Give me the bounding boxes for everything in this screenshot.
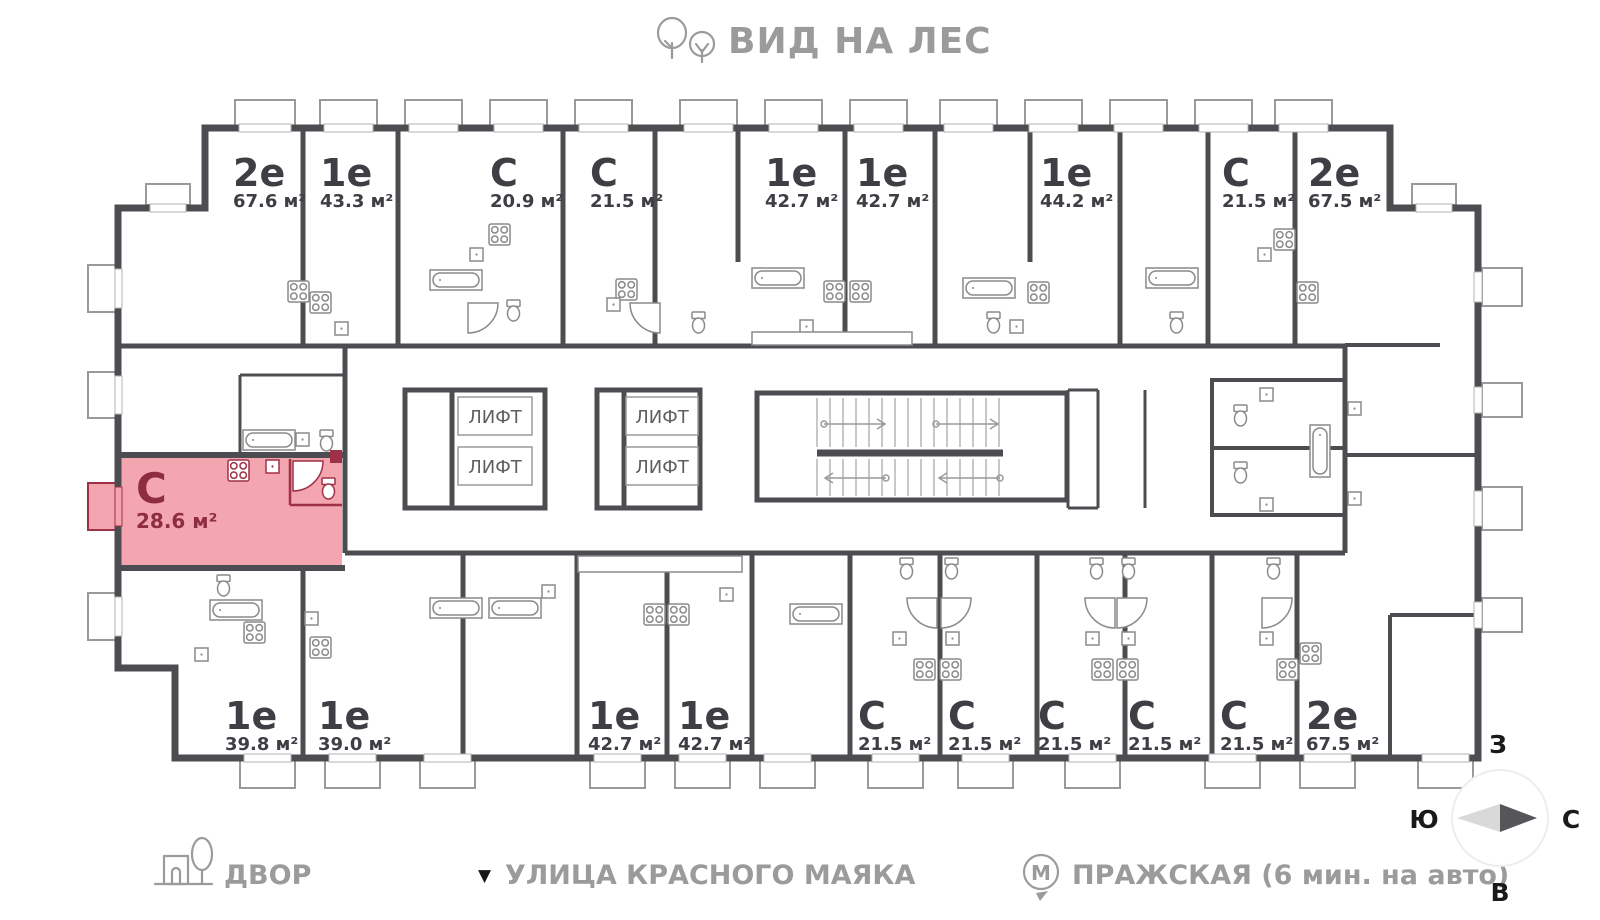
svg-text:42.7 м²[interactable]: 42.7 м² [765,191,838,212]
svg-text:1е[interactable]: 1е [588,694,640,738]
compass-west: З [1489,730,1507,759]
svg-text:42.7 м²[interactable]: 42.7 м² [588,734,661,755]
compass: З Ю С В [1409,730,1580,907]
svg-text:1е[interactable]: 1е [225,694,277,738]
apartment-labels-top: 2е 67.6 м² 1е 43.3 м² С 20.9 м² С 21.5 м… [233,151,1381,212]
yard-label: ДВОР [224,860,311,891]
compass-east: В [1490,878,1509,907]
elevator-label: ЛИФТ [468,407,522,428]
view-title: ВИД НА ЛЕС [728,21,992,62]
svg-text:67.5 м²[interactable]: 67.5 м² [1308,191,1381,212]
svg-text:2е[interactable]: 2е [1308,151,1360,195]
apartment-unit[interactable]: С 21.5 м² [1038,694,1111,755]
svg-text:С[interactable]: С [1220,694,1248,738]
apartment-unit[interactable]: 1е 43.3 м² [320,151,393,212]
apartment-unit[interactable]: С 21.5 м² [1128,694,1201,755]
apartment-unit[interactable]: 2е 67.6 м² [233,151,306,212]
svg-text:1е[interactable]: 1е [678,694,730,738]
metro-icon: М [1022,853,1060,901]
svg-text:2е[interactable]: 2е [1306,694,1358,738]
svg-text:42.7 м²[interactable]: 42.7 м² [678,734,751,755]
svg-text:С[interactable]: С [1128,694,1156,738]
street-label: УЛИЦА КРАСНОГО МАЯКА [505,860,915,891]
elevator-label: ЛИФТ [635,457,689,478]
highlight-area[interactable]: 28.6 м² [136,509,217,533]
balconies [87,99,1523,789]
highlighted-apartment-details[interactable]: С 28.6 м² [136,450,342,533]
street-marker-icon: ▼ [478,866,492,886]
elevator-core-2: ЛИФТ ЛИФТ [594,387,703,511]
svg-text:21.5 м²[interactable]: 21.5 м² [948,734,1021,755]
svg-text:С[interactable]: С [1222,151,1250,195]
svg-text:39.0 м²[interactable]: 39.0 м² [318,734,391,755]
fixtures [194,223,1362,681]
elevator-label: ЛИФТ [468,457,522,478]
header: ВИД НА ЛЕС [656,16,992,64]
compass-needle-head [1500,804,1537,832]
apartment-unit[interactable]: 1е 42.7 м² [765,151,838,212]
forest-icon [656,16,716,64]
svg-text:44.2 м²[interactable]: 44.2 м² [1040,191,1113,212]
elevator-core-1: ЛИФТ ЛИФТ [402,387,548,511]
apartment-unit[interactable]: С 21.5 м² [858,694,931,755]
svg-text:1е[interactable]: 1е [318,694,370,738]
building-walls [114,124,1482,762]
svg-text:20.9 м²[interactable]: 20.9 м² [490,191,563,212]
svg-text:С[interactable]: С [490,151,518,195]
metro-letter: М [1031,861,1051,885]
yard-icon [153,836,214,886]
compass-south: Ю [1409,805,1438,834]
svg-text:21.5 м²[interactable]: 21.5 м² [1220,734,1293,755]
svg-text:42.7 м²[interactable]: 42.7 м² [856,191,929,212]
apartment-unit[interactable]: 2е 67.5 м² [1308,151,1381,212]
svg-text:39.8 м²[interactable]: 39.8 м² [225,734,298,755]
apartment-unit[interactable]: 2е 67.5 м² [1306,694,1379,755]
apartment-unit[interactable]: 1е 42.7 м² [856,151,929,212]
svg-text:1е[interactable]: 1е [1040,151,1092,195]
svg-text:21.5 м²[interactable]: 21.5 м² [1038,734,1111,755]
apartment-unit[interactable]: С 21.5 м² [590,151,663,212]
svg-text:С[interactable]: С [858,694,886,738]
svg-text:21.5 м²[interactable]: 21.5 м² [1128,734,1201,755]
elevator-label: ЛИФТ [635,407,689,428]
svg-text:1е[interactable]: 1е [765,151,817,195]
apartment-unit[interactable]: С 21.5 м² [1220,694,1293,755]
apartment-unit[interactable]: 1е 39.8 м² [225,694,298,755]
svg-text:С[interactable]: С [590,151,618,195]
apartment-unit[interactable]: 1е 42.7 м² [678,694,751,755]
svg-text:67.6 м²[interactable]: 67.6 м² [233,191,306,212]
apartment-unit[interactable]: С 21.5 м² [1222,151,1295,212]
svg-text:1е[interactable]: 1е [320,151,372,195]
apartment-unit[interactable]: 1е 42.7 м² [588,694,661,755]
stair-direction-arrows [820,418,1004,484]
legend: ДВОР ▼ УЛИЦА КРАСНОГО МАЯКА М ПРАЖСКАЯ (… [153,836,1509,901]
apartment-labels-bottom: 1е 39.8 м² 1е 39.0 м² 1е 42.7 м² 1е 42.7… [225,694,1379,755]
apartment-unit[interactable]: 1е 39.0 м² [318,694,391,755]
svg-text:2е[interactable]: 2е [233,151,285,195]
stairwell [754,390,1070,503]
svg-text:43.3 м²[interactable]: 43.3 м² [320,191,393,212]
apartment-unit[interactable]: С 20.9 м² [490,151,563,212]
metro-label: ПРАЖСКАЯ (6 мин. на авто) [1072,860,1509,891]
svg-text:С[interactable]: С [948,694,976,738]
compass-needle-tail [1457,804,1500,832]
svg-text:21.5 м²[interactable]: 21.5 м² [590,191,663,212]
svg-text:67.5 м²[interactable]: 67.5 м² [1306,734,1379,755]
svg-text:21.5 м²[interactable]: 21.5 м² [1222,191,1295,212]
svg-text:С[interactable]: С [1038,694,1066,738]
apartment-unit[interactable]: 1е 44.2 м² [1040,151,1113,212]
svg-text:21.5 м²[interactable]: 21.5 м² [858,734,931,755]
windows [114,123,1483,763]
compass-north: С [1562,805,1580,834]
highlight-type[interactable]: С [136,464,167,513]
apartment-unit[interactable]: С 21.5 м² [948,694,1021,755]
svg-text:1е[interactable]: 1е [856,151,908,195]
